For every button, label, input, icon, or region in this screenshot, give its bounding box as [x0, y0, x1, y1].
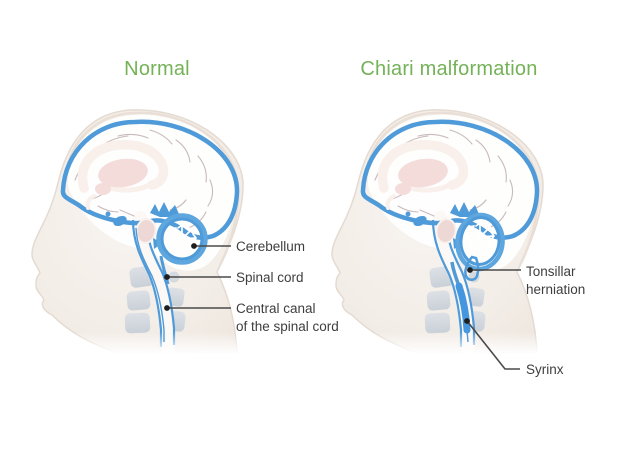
label-central-canal-line1: Central canal [236, 301, 316, 316]
panel-title-normal: Normal [124, 58, 190, 80]
leader-dot-cerebellum [191, 243, 197, 249]
label-cerebellum: Cerebellum [236, 238, 305, 256]
head-illustration-normal [25, 110, 250, 358]
syrinx [455, 282, 471, 343]
head-illustration-chiari [325, 110, 550, 358]
leader-dot-syrinx [464, 318, 470, 324]
panel-title-chiari: Chiari malformation [360, 58, 538, 80]
label-spinal-cord-text: Spinal cord [236, 270, 304, 285]
leader-syrinx [466, 320, 520, 370]
central-canal [135, 227, 165, 342]
label-central-canal-line2: of the spinal cord [236, 319, 339, 334]
leader-dot-spinal-cord [164, 274, 170, 280]
annotation-leaders [164, 243, 521, 370]
label-tonsillar-line1: Tonsillar [526, 264, 576, 279]
label-syrinx-text: Syrinx [526, 362, 564, 377]
leader-dot-central-canal [164, 305, 170, 311]
label-cerebellum-text: Cerebellum [236, 239, 306, 254]
label-central-canal: Central canal of the spinal cord [236, 300, 339, 336]
label-spinal-cord: Spinal cord [236, 269, 304, 287]
label-syrinx: Syrinx [526, 361, 564, 379]
label-tonsillar-line2: herniation [526, 282, 586, 297]
cerebellum [156, 213, 208, 285]
label-tonsillar-herniation: Tonsillar herniation [526, 263, 585, 299]
leader-dot-tonsillar-herniation [467, 267, 473, 273]
